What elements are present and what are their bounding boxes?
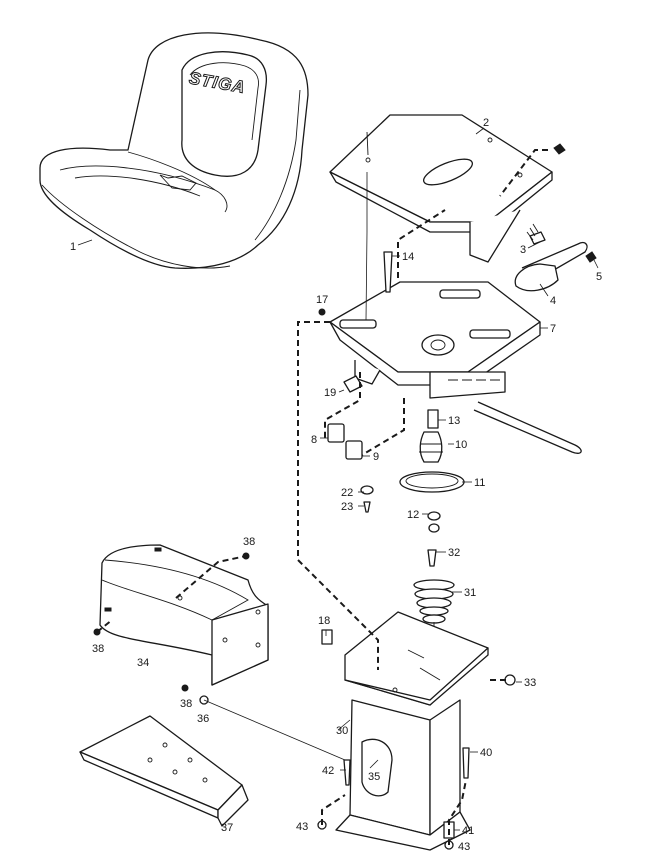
callout-43-left: 43 bbox=[296, 821, 308, 833]
callout-14: 14 bbox=[402, 251, 414, 263]
seat: STIGA bbox=[39, 32, 309, 269]
slide-base bbox=[329, 281, 582, 454]
seat-lever-assembly bbox=[514, 143, 597, 292]
callout-22: 22 bbox=[341, 487, 353, 499]
callout-19: 19 bbox=[324, 387, 336, 399]
callout-13: 13 bbox=[448, 415, 460, 427]
callout-11: 11 bbox=[474, 477, 485, 489]
callout-31: 31 bbox=[464, 587, 476, 599]
callout-34: 34 bbox=[137, 657, 149, 669]
callout-2: 2 bbox=[483, 117, 489, 129]
callout-33: 33 bbox=[524, 677, 536, 689]
callout-8: 8 bbox=[311, 434, 317, 446]
callout-1: 1 bbox=[70, 241, 76, 253]
callout-41: 41 bbox=[462, 825, 474, 837]
spring-assembly bbox=[413, 549, 455, 640]
callout-23: 23 bbox=[341, 501, 353, 513]
callout-42: 42 bbox=[322, 765, 334, 777]
callout-4: 4 bbox=[550, 295, 556, 307]
callout-3: 3 bbox=[520, 244, 526, 256]
callout-40: 40 bbox=[480, 747, 492, 759]
callout-35: 35 bbox=[368, 771, 380, 783]
seat-column bbox=[335, 611, 489, 851]
bottom-plate bbox=[79, 715, 249, 827]
callout-7: 7 bbox=[550, 323, 556, 335]
callout-17: 17 bbox=[316, 294, 328, 306]
callout-30: 30 bbox=[336, 725, 348, 737]
callout-38-left: 38 bbox=[92, 643, 104, 655]
callout-9: 9 bbox=[373, 451, 379, 463]
callouts: 1 2 3 4 5 7 8 9 10 11 12 13 14 17 18 19 … bbox=[70, 117, 602, 853]
callout-38-top: 38 bbox=[243, 536, 255, 548]
callout-32: 32 bbox=[448, 547, 460, 559]
callout-18: 18 bbox=[318, 615, 330, 627]
callout-38-bottom: 38 bbox=[180, 698, 192, 710]
callout-12: 12 bbox=[407, 509, 419, 521]
callout-43-right: 43 bbox=[458, 841, 470, 853]
rear-cover bbox=[93, 544, 269, 705]
callout-36: 36 bbox=[197, 713, 209, 725]
hardware-small-parts bbox=[318, 251, 465, 533]
callout-37: 37 bbox=[221, 822, 233, 834]
assembly-guide-lines bbox=[96, 149, 548, 845]
top-plate bbox=[329, 114, 553, 263]
callout-5: 5 bbox=[596, 271, 602, 283]
callout-10: 10 bbox=[455, 439, 467, 451]
